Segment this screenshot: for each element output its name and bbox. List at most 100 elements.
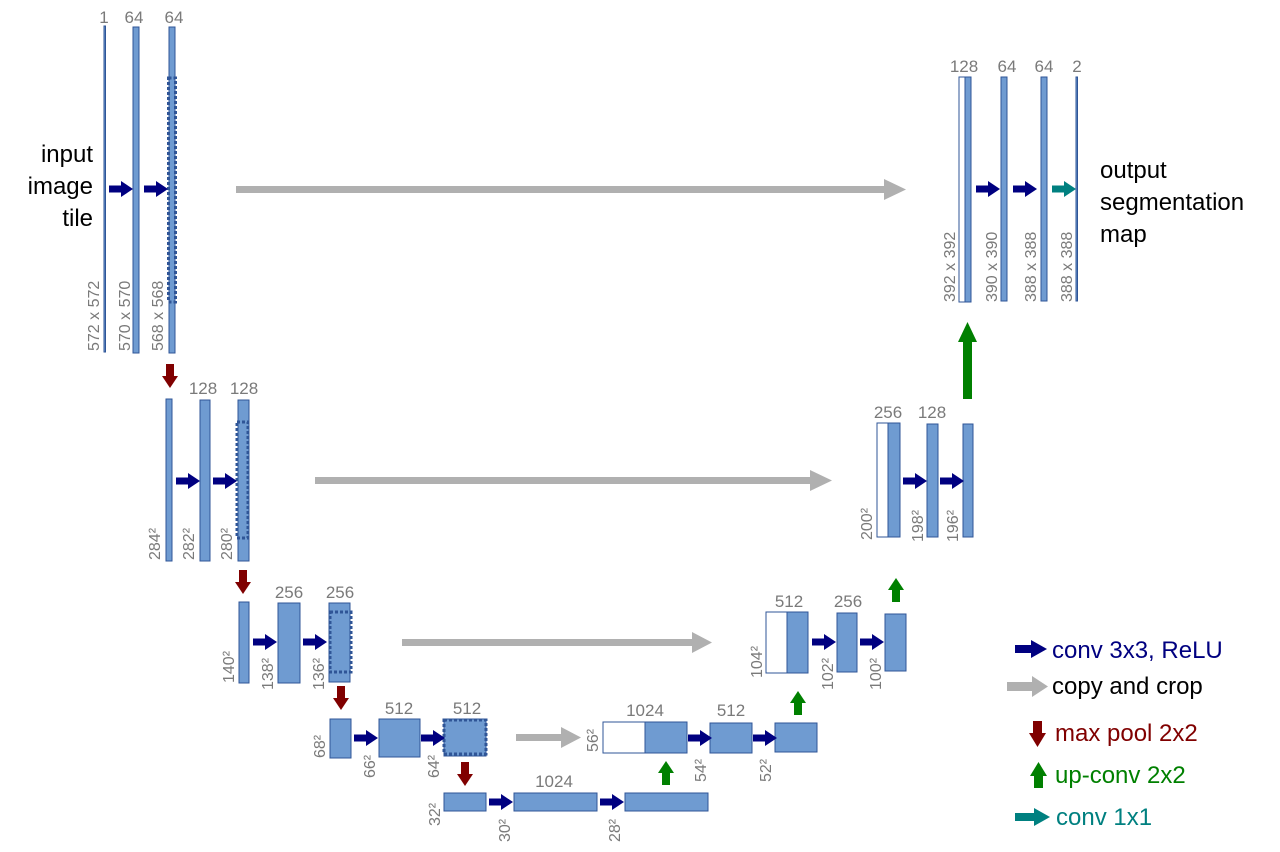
level-1-encoder: 1 64 64 572 x 572 570 x 570 568 x 568 xyxy=(86,8,183,354)
svg-text:max pool 2x2: max pool 2x2 xyxy=(1055,720,1198,747)
size-label: 100² xyxy=(868,657,885,690)
channel-label: 64 xyxy=(125,8,144,27)
size-label: 64² xyxy=(426,754,443,778)
svg-text:image: image xyxy=(28,173,93,200)
size-label: 32² xyxy=(427,802,444,826)
conv-arrow xyxy=(354,730,378,746)
size-label: 390 x 390 xyxy=(984,232,1001,302)
conv-arrow xyxy=(812,634,836,650)
size-label: 56² xyxy=(585,728,602,752)
feature-map-570 xyxy=(132,26,140,354)
size-label: 568 x 568 xyxy=(150,281,167,351)
copy-arrow-level-2 xyxy=(315,470,832,491)
upconv-arrow-top xyxy=(958,322,977,399)
size-label: 138² xyxy=(260,657,277,690)
channel-label: 1024 xyxy=(535,772,573,791)
conv-arrow xyxy=(253,634,277,650)
feature-map-140 xyxy=(238,601,250,684)
conv-arrow xyxy=(753,730,777,746)
feature-map-upconv-104 xyxy=(786,611,809,674)
channel-label: 256 xyxy=(275,583,303,602)
channel-label: 256 xyxy=(326,583,354,602)
size-label: 54² xyxy=(693,758,710,782)
up-conv-arrows xyxy=(658,322,977,785)
feature-map-196 xyxy=(962,423,974,538)
conv-arrow xyxy=(1013,181,1037,197)
channel-label: 256 xyxy=(874,403,902,422)
channel-label: 1024 xyxy=(626,701,664,720)
pool-arrow xyxy=(162,364,178,388)
feature-map-copied-56 xyxy=(602,721,647,754)
size-label: 280² xyxy=(219,527,236,560)
legend: conv 3x3, ReLU copy and crop max pool 2x… xyxy=(1007,637,1223,831)
size-label: 570 x 570 xyxy=(117,281,134,351)
level-4-decoder: 1024 512 56² 54² 52² xyxy=(585,701,818,782)
channel-label: 256 xyxy=(834,592,862,611)
size-label: 104² xyxy=(749,645,766,678)
legend-conv: conv 3x3, ReLU xyxy=(1015,637,1223,664)
size-label: 198² xyxy=(910,509,927,542)
feature-map-100 xyxy=(884,613,907,672)
channel-label: 128 xyxy=(918,403,946,422)
crop-region-568 xyxy=(167,76,177,304)
size-label: 284² xyxy=(147,527,164,560)
channel-label: 64 xyxy=(998,57,1017,76)
level-2-encoder: 128 128 284² 282² 280² xyxy=(147,379,258,562)
feature-map-198 xyxy=(926,423,939,538)
feature-map-68 xyxy=(329,718,352,759)
feature-map-upconv-200 xyxy=(887,422,901,538)
svg-text:map: map xyxy=(1100,221,1147,248)
svg-text:segmentation: segmentation xyxy=(1100,189,1244,216)
conv-arrow xyxy=(303,634,327,650)
pool-arrow xyxy=(457,762,473,786)
size-label: 68² xyxy=(312,734,329,758)
copy-arrow-level-1 xyxy=(236,179,906,200)
level-3-decoder: 512 256 104² 102² 100² xyxy=(749,592,907,690)
conv-arrow xyxy=(176,473,200,489)
conv-arrow xyxy=(903,473,927,489)
crop-region-280 xyxy=(235,420,250,540)
size-label: 388 x 388 xyxy=(1023,232,1040,302)
size-label: 140² xyxy=(221,650,238,683)
size-label: 388 x 388 xyxy=(1059,232,1076,302)
size-label: 52² xyxy=(758,758,775,782)
pool-arrow xyxy=(333,686,349,710)
level-4-encoder: 512 512 68² 66² 64² xyxy=(312,699,488,778)
crop-region-136 xyxy=(328,610,353,674)
feature-map-138 xyxy=(277,602,301,684)
level-2-decoder: 256 128 200² 198² 196² xyxy=(859,403,974,542)
upconv-arrow xyxy=(888,578,904,602)
legend-conv1: conv 1x1 xyxy=(1015,804,1152,831)
svg-text:input: input xyxy=(41,141,93,168)
svg-text:tile: tile xyxy=(62,205,93,232)
conv-arrow xyxy=(421,730,445,746)
feature-map-input xyxy=(103,25,106,353)
crop-region-64 xyxy=(442,718,488,756)
channel-label: 128 xyxy=(230,379,258,398)
channel-label: 2 xyxy=(1072,57,1081,76)
size-label: 572 x 572 xyxy=(86,281,103,351)
feature-map-388a xyxy=(1040,76,1048,302)
size-label: 102² xyxy=(820,657,837,690)
feature-map-284 xyxy=(165,398,173,562)
size-label: 66² xyxy=(362,754,379,778)
conv-arrow xyxy=(144,181,168,197)
size-label: 392 x 392 xyxy=(942,232,959,302)
feature-map-388b xyxy=(1075,76,1078,302)
conv-arrow xyxy=(940,473,964,489)
size-label: 200² xyxy=(859,507,876,540)
svg-text:conv 1x1: conv 1x1 xyxy=(1056,804,1152,831)
conv-arrow xyxy=(213,473,237,489)
channel-label: 128 xyxy=(950,57,978,76)
conv-arrow xyxy=(688,730,712,746)
channel-label: 64 xyxy=(1035,57,1054,76)
upconv-arrow xyxy=(658,761,674,785)
feature-map-102 xyxy=(836,612,858,673)
copy-arrow-level-3 xyxy=(402,632,712,653)
conv1x1-arrow xyxy=(1052,181,1076,197)
feature-map-28 xyxy=(624,792,709,812)
conv-arrow xyxy=(860,634,884,650)
feature-map-upconv-56 xyxy=(644,721,688,754)
level-1-decoder: 128 64 64 2 392 x 392 390 x 390 388 x 38… xyxy=(942,57,1082,303)
